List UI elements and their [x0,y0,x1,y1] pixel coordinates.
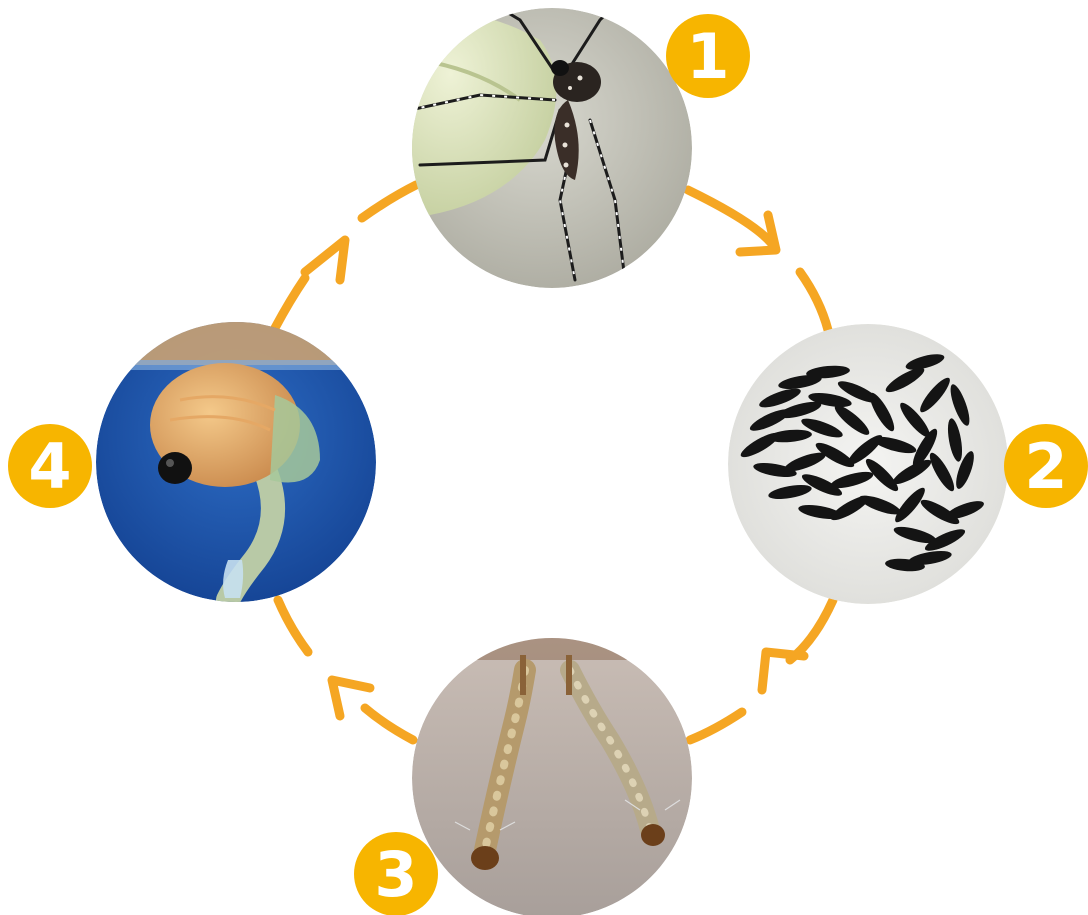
stage-3-number: 3 [374,838,417,911]
stage-4-pupa-photo [90,320,390,602]
arrow-1-to-2 [688,190,775,248]
arrow-3-to-4 [278,600,308,652]
stage-3-larvae-photo [405,638,705,915]
arc-segment-2-top [800,272,828,330]
arrow-4-to-1 [362,185,416,218]
arc-segment-3-left [365,708,413,740]
arrow-2-to-3 [690,712,742,740]
stage-1-badge: 1 [666,14,750,98]
arc-segment-4-top [275,278,305,328]
stage-1-number: 1 [686,20,729,93]
stage-1-adult-photo [405,0,692,288]
arrowhead-4-to-1 [305,240,345,280]
stage-2-badge: 2 [1004,424,1088,508]
stage-2-eggs-photo [728,324,1008,604]
stage-4-badge: 4 [8,424,92,508]
stage-4-number: 4 [28,430,71,503]
stage-2-number: 2 [1024,430,1067,503]
stage-3-badge: 3 [354,832,438,915]
arrowhead-2-to-3 [762,652,804,690]
